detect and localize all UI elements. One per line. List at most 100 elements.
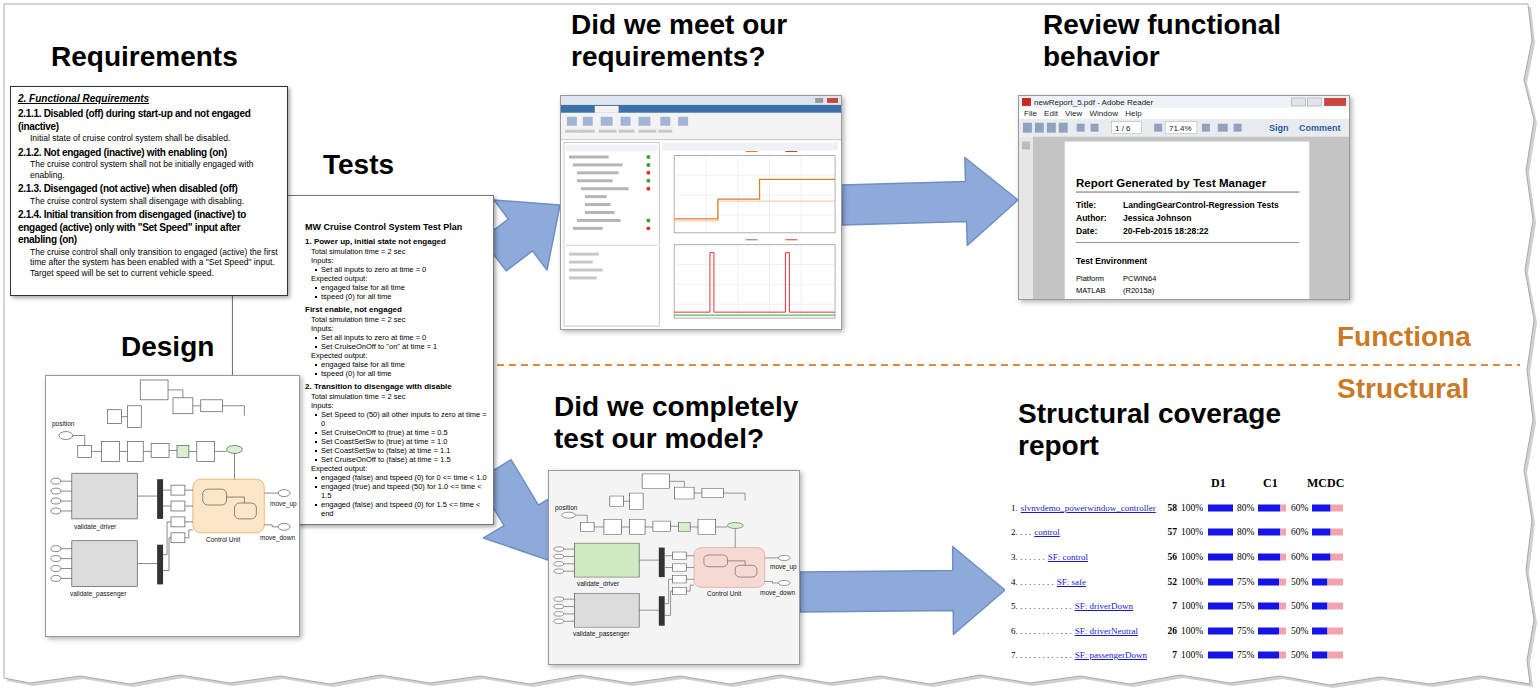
row-number: 5. . . . . . . . . . . . . (1011, 601, 1072, 611)
test-manager-screenshot (561, 96, 841, 329)
table-row: 5. . . . . . . . . . . . .SF: driverDown (1011, 600, 1133, 612)
report-text: Jessica Johnson (1123, 213, 1192, 223)
table-row: 1.slvnvdemo_powerwindow_controller (1011, 502, 1156, 514)
requirement-text: The cruise control shall only transition… (18, 247, 280, 279)
table-cell: 57 (1163, 526, 1177, 538)
report-text: Date: (1076, 226, 1097, 236)
table-cell: 100% (1181, 502, 1203, 514)
block-link: SF: safe (1057, 577, 1086, 587)
table-cell: 26 (1163, 625, 1177, 637)
report-text: File Edit View Window Help (1024, 109, 1142, 119)
table-cell: 75% (1237, 625, 1254, 637)
requirement-text: The cruise control system shall disengag… (18, 196, 280, 207)
table-cell: 100% (1181, 600, 1203, 612)
report-text: Author: (1076, 213, 1107, 223)
table-cell: 100% (1181, 551, 1203, 563)
requirements-document: Requirements2. Functional Requirements2.… (10, 86, 288, 296)
report-text: MATLAB (1076, 286, 1105, 295)
block-link: SF: driverDown (1075, 601, 1133, 611)
report-text: 71.4% (1169, 124, 1192, 134)
row-number: 7. . . . . . . . . . . . . (1011, 650, 1072, 660)
report-text: Report Generated by Test Manager (1076, 176, 1266, 190)
table-cell: 52 (1163, 576, 1177, 588)
table-cell: 80% (1237, 502, 1254, 514)
table-cell: 75% (1237, 649, 1254, 661)
table-cell: 100% (1181, 576, 1203, 588)
panel-heading: Design (121, 331, 321, 363)
text-column: 2. Functional Requirements 2.1.1. Disable… (11, 87, 287, 284)
block-label: position (52, 420, 74, 428)
block-label: Control Unit (707, 590, 741, 598)
test-plan-line: engaged (true) and tspeed (50) for 1.0 <… (305, 482, 489, 500)
requirement-text: 2.1.1. Disabled (off) during start-up an… (18, 108, 280, 133)
table-row: 7. . . . . . . . . . . . .SF: passengerD… (1011, 649, 1147, 661)
table-cell: 50% (1291, 600, 1308, 612)
block-link: SF: driverNeutral (1075, 626, 1138, 636)
block-label: move_up (270, 500, 297, 508)
row-number: 2. . . . (1011, 527, 1031, 537)
test-plan-line: Set CruiseOnOff to "on" at time = 1 (305, 342, 489, 351)
block-link: SF: control (1048, 552, 1088, 562)
requirement-text: 2. Functional Requirements (18, 92, 280, 105)
test-plan-line: First enable, not engaged (305, 305, 489, 315)
report-text: Sign (1269, 123, 1289, 134)
table-cell: 56 (1163, 551, 1177, 563)
test-manager-window: Did we meet our requirements? (560, 95, 842, 330)
block-arrow (841, 158, 1018, 246)
table-cell: 58 (1163, 502, 1177, 514)
row-number: 1. (1011, 503, 1018, 513)
panel-heading: Structural coverage report (1018, 398, 1328, 462)
report-text: (R2015a) (1123, 286, 1154, 295)
block-link: control (1034, 527, 1060, 537)
block-label: Control Unit (206, 536, 240, 544)
report-text: 20-Feb-2015 18:28:22 (1123, 226, 1209, 236)
table-cell: 60% (1291, 526, 1308, 538)
test-plan-line: Set CruiseOnOff to (true) at time = 0.5 (305, 428, 489, 437)
block-label: validate_driver (74, 523, 116, 531)
table-cell: 75% (1237, 576, 1254, 588)
report-window: Review functional behaviornewReport_5.pd… (1018, 95, 1350, 300)
test-plan-line: Inputs: (305, 324, 489, 333)
test-plan-line: Set all inputs to zero at time = 0 (305, 333, 489, 342)
block-label: move_up (770, 563, 797, 571)
coverage-report: Structural coverage reportD1C1MCDC1.slvn… (1005, 475, 1348, 670)
test-plan-line: tspeed (0) for all time (305, 369, 489, 378)
panel-heading: Did we meet our requirements? (571, 9, 861, 73)
panel-heading: Review functional behavior (1043, 9, 1343, 73)
test-plan-line: Inputs: (305, 401, 489, 410)
table-cell: 100% (1181, 625, 1203, 637)
test-plan-line: 2. Transition to disengage with disable (305, 382, 489, 392)
table-cell: 80% (1237, 551, 1254, 563)
requirement-text: 2.1.2. Not engaged (inactive) with enabl… (18, 147, 280, 160)
test-plan-line: Inputs: (305, 256, 489, 265)
table-cell: 50% (1291, 649, 1308, 661)
report-text: Platform (1076, 274, 1104, 283)
block-label: validate_driver (577, 580, 619, 588)
report-text: Comment (1299, 123, 1341, 134)
table-cell: 50% (1291, 625, 1308, 637)
test-plan-line: Expected output: (305, 464, 489, 473)
test-plan-line: Set CruiseOnOff to (false) at time = 1.5 (305, 455, 489, 464)
test-plan-line: tspeed (0) for all time (305, 292, 489, 301)
test-plan-line: Set CoastSetSw to (true) at time = 1.0 (305, 437, 489, 446)
table-cell: 75% (1237, 600, 1254, 612)
requirement-text: 2.1.3. Disengaged (not active) when disa… (18, 183, 280, 196)
table-cell: 50% (1291, 576, 1308, 588)
test-plan-line: Set Speed to (50) all other inputs to ze… (305, 410, 489, 428)
region-label: Structural (1337, 373, 1469, 405)
table-row: 4. . . . . . . . .SF: safe (1011, 576, 1086, 588)
test-plan-line: Set CoastSetSw to (false) at time = 1.1 (305, 446, 489, 455)
report-text: 1 / 6 (1115, 124, 1131, 134)
report-text: Test Environment (1076, 256, 1147, 266)
row-number: 4. . . . . . . . . (1011, 577, 1054, 587)
block-label: position (555, 504, 577, 512)
requirement-text: 2.1.4. Initial transition from disengage… (18, 209, 280, 247)
table-row: 6. . . . . . . . . . . . .SF: driverNeut… (1011, 625, 1138, 637)
test-plan-line: Total simulation time = 2 sec (305, 392, 489, 401)
row-number: 3. . . . . . . (1011, 552, 1045, 562)
test-plan-line: engaged false for all time (305, 360, 489, 369)
region-label: Functiona (1337, 321, 1471, 353)
test-plan-line: Total simulation time = 2 sec (305, 247, 489, 256)
column-header: MCDC (1307, 476, 1344, 490)
